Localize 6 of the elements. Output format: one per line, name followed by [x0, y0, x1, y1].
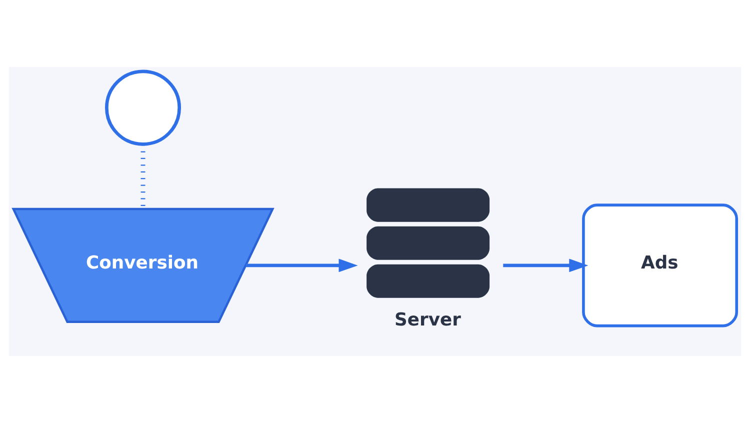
node-box: Ads	[582, 203, 738, 327]
arrow	[246, 258, 358, 272]
node-label: Server	[394, 309, 461, 330]
node-circle	[105, 69, 182, 146]
connector	[140, 144, 146, 208]
arrow	[503, 258, 588, 272]
